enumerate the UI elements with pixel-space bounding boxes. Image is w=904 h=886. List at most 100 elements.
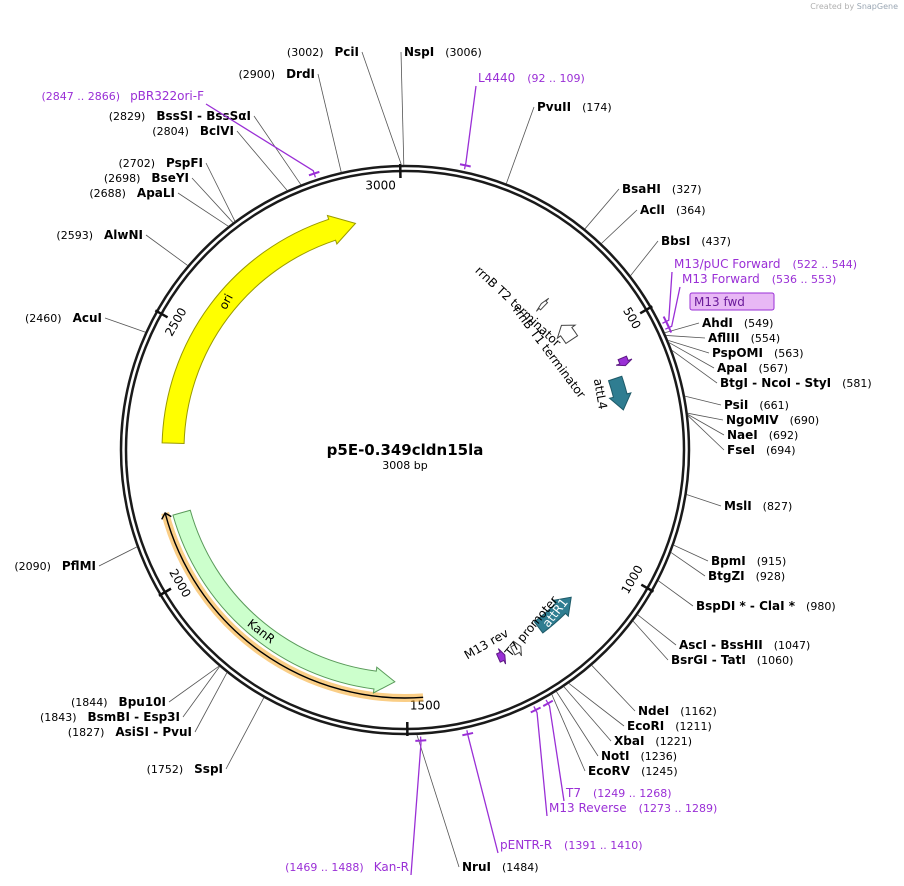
enzyme-pcii[interactable]: PciI(3002) (287, 45, 359, 59)
enzyme-bsrgi-tati[interactable]: BsrGI - TatI(1060) (671, 653, 793, 667)
plasmid-length: 3008 bp (382, 459, 427, 472)
enzyme-name: PspOMI (712, 346, 763, 360)
enzyme-naei[interactable]: NaeI(692) (727, 428, 798, 442)
enzyme-fsei[interactable]: FseI(694) (727, 443, 796, 457)
enzyme-bpmi[interactable]: BpmI(915) (711, 554, 786, 568)
enzyme-msli[interactable]: MslI(827) (724, 499, 792, 513)
enzyme-pflmi[interactable]: PflMI(2090) (14, 559, 96, 573)
enzyme-leader-2 (505, 106, 535, 184)
enzyme-ndei[interactable]: NdeI(1162) (638, 704, 717, 718)
enzyme-pvuii[interactable]: PvuII(174) (537, 100, 612, 114)
primer-leader (545, 699, 565, 802)
enzyme-leader-34 (591, 665, 636, 712)
enzyme-acui[interactable]: AcuI(2460) (25, 311, 102, 325)
m13-fwd-box: M13 fwd (689, 292, 775, 311)
primer-labels: L4440(92 .. 109) pBR322ori-F(2847 .. 2866… (42, 71, 857, 876)
enzyme-name: NruI (462, 860, 491, 874)
m13-fwd-box-bg (689, 292, 775, 311)
enzyme-position: (690) (790, 414, 820, 427)
primer-m13-puc-forward[interactable]: M13/pUC Forward(522 .. 544) (662, 257, 857, 327)
enzyme-leader-16 (584, 188, 620, 230)
tick-label-3000: 3000 (365, 179, 396, 193)
enzyme-psii[interactable]: PsiI(661) (724, 398, 789, 412)
primer-t7[interactable]: T7(1249 .. 1268) (542, 699, 672, 802)
enzyme-bsahi[interactable]: BsaHI(327) (622, 182, 702, 196)
enzyme-bspdi-clai[interactable]: BspDI * - ClaI *(980) (696, 599, 836, 613)
enzyme-name: AflIII (708, 331, 740, 345)
primer-m13-reverse[interactable]: M13 Reverse(1273 .. 1289) (530, 706, 717, 817)
enzyme-ecori[interactable]: EcoRI (1211) (627, 719, 712, 733)
enzyme-leader-14 (194, 672, 228, 733)
enzyme-afliii[interactable]: AflIII(554) (708, 331, 780, 345)
enzyme-name: BtgI - NcoI - StyI (720, 376, 831, 390)
enzyme-leader-8 (177, 192, 229, 227)
enzyme-noti[interactable]: NotI(1236) (601, 749, 677, 763)
enzyme-position: (1844) (71, 696, 108, 709)
kan-r-primer-head (161, 512, 172, 520)
enzyme-position: (1484) (502, 861, 539, 874)
enzyme-name: EcoRI (627, 719, 664, 733)
enzyme-acli[interactable]: AclI(364) (640, 203, 706, 217)
enzyme-name: NdeI (638, 704, 669, 718)
enzyme-ecorv[interactable]: EcoRV(1245) (588, 764, 678, 778)
primer-leader (466, 730, 499, 854)
enzyme-leader-23 (671, 350, 718, 384)
enzyme-leader-13 (182, 666, 220, 718)
enzyme-alwni[interactable]: AlwNI(2593) (56, 228, 143, 242)
tick-label-2500: 2500 (162, 305, 189, 338)
snapgene-credit: Created by SnapGene (810, 2, 898, 11)
enzyme-nrui[interactable]: NruI (1484) (462, 860, 539, 874)
primer-l4440[interactable]: L4440(92 .. 109) (459, 71, 585, 170)
enzyme-leader-30 (670, 552, 706, 577)
enzyme-bpu10i[interactable]: Bpu10I(1844) (71, 695, 166, 709)
enzyme-name: DrdI (286, 67, 315, 81)
backbone (119, 164, 691, 736)
enzyme-bsmbi-esp3i[interactable]: BsmBI - Esp3I(1843) (40, 710, 180, 724)
enzyme-bbsi[interactable]: BbsI(437) (661, 234, 731, 248)
enzyme-pspomi[interactable]: PspOMI(563) (712, 346, 804, 360)
enzyme-leader-35 (568, 682, 625, 727)
enzyme-leader-3 (317, 73, 342, 173)
enzyme-leader-6 (205, 162, 236, 222)
enzyme-name: PsiI (724, 398, 748, 412)
enzyme-apali[interactable]: ApaLI(2688) (89, 186, 175, 200)
primer-range: (92 .. 109) (527, 72, 585, 85)
enzyme-ahdi[interactable]: AhdI(549) (702, 316, 773, 330)
enzyme-ngomiv[interactable]: NgoMIV(690) (726, 413, 819, 427)
enzyme-name: BsmBI - Esp3I (88, 710, 180, 724)
backbone-outer-strand (119, 164, 691, 736)
enzyme-sspi[interactable]: SspI(1752) (147, 762, 223, 776)
enzyme-position: (692) (769, 429, 799, 442)
enzyme-nspi[interactable]: NspI(3006) (404, 45, 482, 59)
enzyme-drdi[interactable]: DrdI(2900) (238, 67, 315, 81)
enzyme-bseyi[interactable]: BseYI(2698) (104, 171, 189, 185)
tick-label-1000: 1000 (618, 563, 645, 596)
enzyme-xbai[interactable]: XbaI(1221) (614, 734, 692, 748)
enzyme-bsssi-bsss-i[interactable]: BssSI - BssSαI(2829) (109, 109, 251, 123)
enzyme-position: (3006) (445, 46, 482, 59)
enzyme-leader-29 (673, 544, 709, 562)
enzyme-bclvi[interactable]: BclVI(2804) (152, 124, 234, 138)
enzyme-asisi-pvui[interactable]: AsiSI - PvuI(1827) (68, 725, 192, 739)
enzyme-position: (1211) (675, 720, 712, 733)
enzyme-name: BsaHI (622, 182, 661, 196)
enzyme-apai[interactable]: ApaI(567) (717, 361, 788, 375)
primer-name: pBR322ori-F (130, 89, 204, 103)
enzyme-btgzi[interactable]: BtgZI(928) (708, 569, 785, 583)
enzyme-name: ApaI (717, 361, 747, 375)
primer-kan-r[interactable]: Kan-R(1469 .. 1488) (285, 736, 427, 876)
enzyme-pspfi[interactable]: PspFI(2702) (118, 156, 203, 170)
primer-leader (662, 271, 673, 324)
primer-pbr322ori-f[interactable]: pBR322ori-F(2847 .. 2866) (42, 89, 320, 178)
enzyme-leader-26 (687, 414, 725, 436)
primer-pentr-r[interactable]: pENTR-R(1391 .. 1410) (462, 730, 643, 854)
enzyme-position: (928) (756, 570, 786, 583)
primer-m13-forward[interactable]: M13 Forward(536 .. 553) (665, 272, 836, 333)
enzyme-position: (1236) (641, 750, 678, 763)
enzyme-asci-bsshii[interactable]: AscI - BssHII(1047) (679, 638, 810, 652)
enzyme-btgi-ncoi-styi[interactable]: BtgI - NcoI - StyI(581) (720, 376, 872, 390)
primer-name: Kan-R (374, 860, 409, 874)
enzyme-name: AsiSI - PvuI (115, 725, 192, 739)
enzyme-leader-11 (98, 546, 138, 567)
